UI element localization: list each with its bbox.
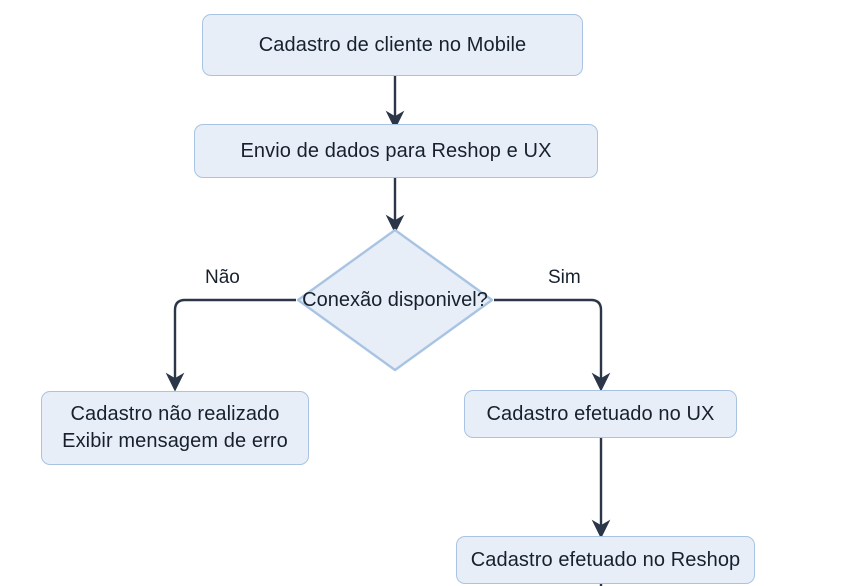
- node-cadastro-mobile[interactable]: Cadastro de cliente no Mobile: [202, 14, 583, 76]
- node-cadastro-efetuado-ux-label: Cadastro efetuado no UX: [486, 402, 715, 425]
- connector-decision-no: [165, 298, 296, 392]
- decision-label-line-2: disponivel?: [387, 289, 488, 311]
- decision-label-line-1: Conexão: [302, 289, 383, 311]
- node-cadastro-nao-realizado-line-1: Cadastro não realizado: [70, 403, 280, 425]
- edge-label-yes: Sim: [548, 267, 581, 288]
- node-cadastro-nao-realizado[interactable]: Cadastro não realizado Exibir mensagem d…: [41, 391, 309, 465]
- node-conexao-disponivel[interactable]: Conexão disponivel?: [296, 228, 494, 372]
- node-cadastro-efetuado-reshop-label: Cadastro efetuado no Reshop: [470, 548, 741, 571]
- node-cadastro-efetuado-ux[interactable]: Cadastro efetuado no UX: [464, 390, 737, 438]
- node-envio-dados[interactable]: Envio de dados para Reshop e UX: [194, 124, 598, 178]
- connector-decision-yes: [494, 298, 611, 392]
- node-conexao-disponivel-label: Conexão disponivel?: [302, 287, 488, 313]
- node-cadastro-mobile-label: Cadastro de cliente no Mobile: [258, 33, 527, 56]
- node-cadastro-efetuado-reshop[interactable]: Cadastro efetuado no Reshop: [456, 536, 755, 584]
- edge-label-no: Não: [205, 267, 240, 288]
- node-cadastro-nao-realizado-line-2: Exibir mensagem de erro: [62, 430, 288, 452]
- diamond-shape: [296, 228, 494, 372]
- node-envio-dados-label: Envio de dados para Reshop e UX: [240, 139, 552, 162]
